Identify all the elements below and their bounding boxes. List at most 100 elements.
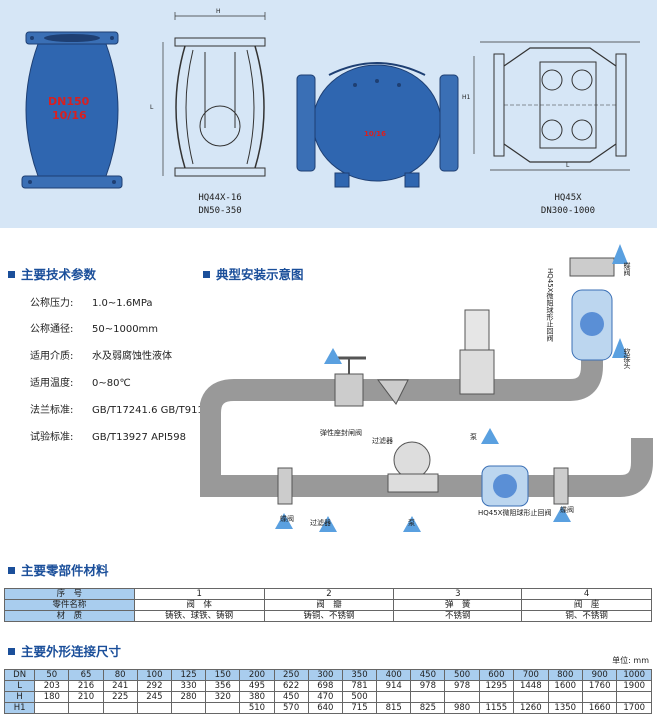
table-cell [547,691,583,703]
table-cell: 210 [68,691,104,703]
product-panel: DN150 10/16 H L HQ44X-16 DN50-350 10/16 [0,0,657,228]
section-bullet [8,271,15,278]
table-cell: 225 [102,691,138,703]
table-cell: 800 [547,669,583,681]
table-cell: 978 [410,680,446,692]
table-cell: 铸铁、球铁、铸钢 [133,610,265,622]
table-cell: 65 [68,669,104,681]
table-cell: DN [3,669,36,681]
table-cell: 1600 [547,680,583,692]
label-pump-upper: 泵 [470,433,477,441]
table-cell: 715 [341,702,378,714]
table-cell: 100 [136,669,172,681]
dimensions-unit: 单位: mm [612,656,649,665]
table-cell: 1660 [581,702,618,714]
table-cell: 280 [170,691,207,703]
dimensions-title: 主要外形连接尺寸 [8,641,121,660]
table-cell: 980 [444,702,480,714]
table-cell: 450 [273,691,309,703]
drawing-hq44x [162,12,266,177]
table-cell: 180 [34,691,70,703]
table-cell: 3 [393,588,523,600]
table-cell: 380 [239,691,275,703]
table-cell: 1000 [616,669,652,681]
table-cell: 4 [521,588,652,600]
drawing-hq45x [473,41,640,171]
table-cell: 1900 [616,680,652,692]
table-cell: 245 [136,691,172,703]
table-cell: 阀 体 [133,599,265,611]
table-cell [102,702,138,714]
table-cell: 825 [410,702,446,714]
table-cell: 弹 簧 [393,599,523,611]
drawing2-dim-l: L [566,162,570,169]
drawing2-range: DN300-1000 [540,206,596,216]
param-pressure: 公称压力:1.0~1.6MPa [30,298,153,309]
installation-diagram [200,244,653,532]
table-cell: 材 质 [4,610,135,622]
table-cell: 50 [34,669,70,681]
table-cell: 570 [273,702,309,714]
table-cell [68,702,104,714]
tech-params-title: 主要技术参数 [8,264,96,283]
table-cell: 1 [133,588,265,600]
param-flange-standard: 法兰标准:GB/T17241.6 GB/T9113 [30,405,211,416]
materials-table: 序 号 1 2 3 4 零件名称 阀 体 阀 瓣 弹 簧 阀 座 材 质 铸铁、… [4,588,652,622]
table-cell: 600 [478,669,515,681]
table-cell: 1155 [478,702,515,714]
table-cell: 241 [102,680,138,692]
table-cell: 622 [273,680,309,692]
table-cell: 1760 [581,680,618,692]
valve-photo-large [296,62,459,188]
table-cell: 铸铜、不锈钢 [263,610,395,622]
table-cell: 1260 [513,702,549,714]
table-cell: 700 [513,669,549,681]
table-cell: 350 [341,669,378,681]
drawing1-model: HQ44X-16 [198,193,242,203]
table-cell: 781 [341,680,378,692]
drawing1-dim-h: H [216,8,221,15]
table-cell: 400 [376,669,412,681]
label-main-check-valve: HQ45X微阻球形止回阀 [478,509,552,517]
table-cell: 1350 [547,702,583,714]
table-cell: 300 [307,669,343,681]
table-cell: 330 [170,680,207,692]
table-cell: 80 [102,669,138,681]
table-cell: 978 [444,680,480,692]
table-cell [410,691,446,703]
table-cell: 1448 [513,680,549,692]
table-cell: 1295 [478,680,515,692]
section-bullet [8,567,15,574]
table-cell [581,691,618,703]
table-cell [170,702,207,714]
table-cell: 序 号 [4,588,135,600]
label-butterfly-right: 蝶阀 [560,506,574,514]
table-cell: 2 [263,588,395,600]
param-diameter: 公称通径:50~1000mm [30,324,159,335]
table-cell [136,702,172,714]
table-cell: L [3,680,36,692]
table-cell: 150 [205,669,241,681]
label-filter-lower: 过滤器 [310,519,331,527]
valve-marking-dn: DN150 [48,95,90,108]
table-cell: 900 [581,669,618,681]
section-bullet [8,648,15,655]
table-cell: 125 [170,669,207,681]
table-cell: 不锈钢 [393,610,523,622]
table-cell: 500 [444,669,480,681]
param-test-standard: 试验标准:GB/T13927 API598 [30,432,186,443]
table-cell: 470 [307,691,343,703]
table-cell: 阀 瓣 [263,599,395,611]
table-cell: 640 [307,702,343,714]
table-cell [478,691,515,703]
label-butterfly-top: 蝶阀 [623,262,631,276]
table-cell: 320 [205,691,241,703]
materials-title: 主要零部件材料 [8,560,109,579]
label-to-outlet: 软接头 [623,348,631,369]
table-cell [205,702,241,714]
table-cell: 203 [34,680,70,692]
table-cell: 零件名称 [4,599,135,611]
valve3-marking: 10/16 [364,130,387,138]
